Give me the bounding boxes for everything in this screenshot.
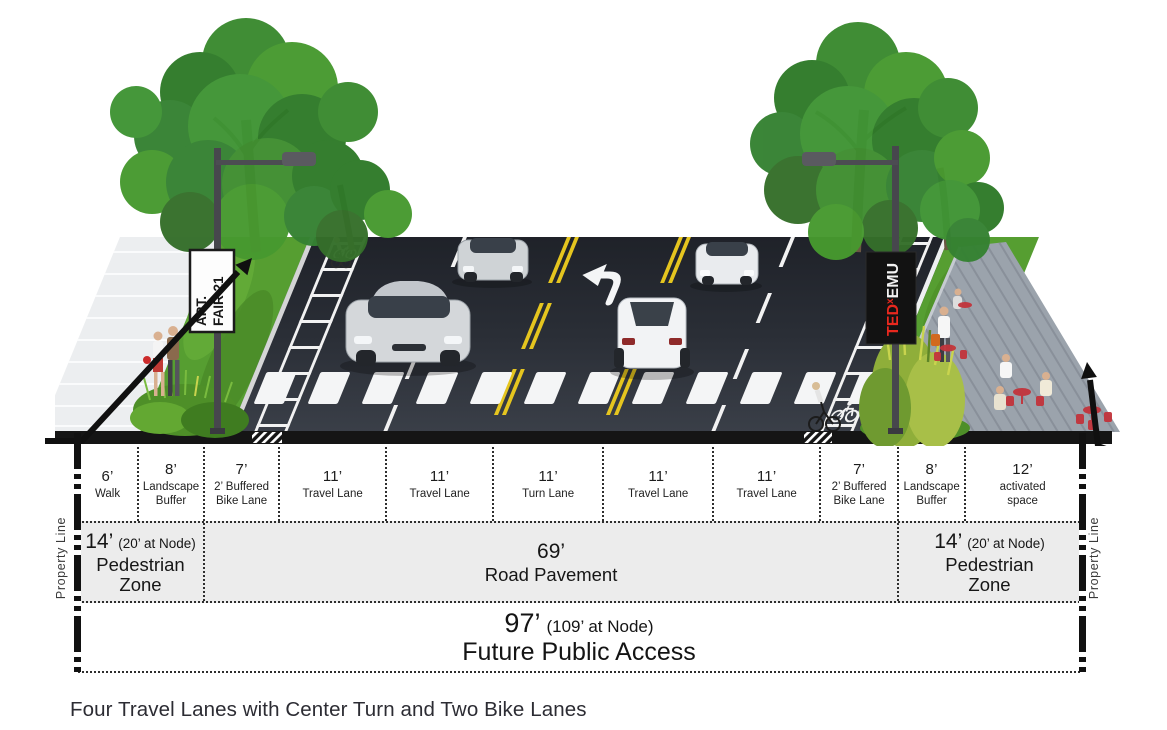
property-line-left-mark — [74, 433, 81, 672]
zone-note: (20’ at Node) — [118, 536, 196, 552]
zone-width-line: 14’(20’ at Node) — [934, 530, 1045, 554]
zone-label: Pedestrian Zone — [945, 554, 1034, 595]
lane-label: Travel Lane — [736, 488, 797, 501]
zone-road-pavement: 69’ Road Pavement — [203, 523, 897, 601]
lane-label: Turn Lane — [522, 488, 575, 501]
lane-col-activated-space: 12’ activated space — [964, 447, 1079, 521]
turn-arrow — [582, 264, 621, 306]
section-band — [55, 431, 1112, 446]
left-curb-line — [229, 237, 315, 432]
total-row: 97’(109’ at Node) Future Public Access — [78, 603, 1080, 673]
lane-col-travel-2: 11’ Travel Lane — [385, 447, 492, 521]
zone-width-line: 14’(20’ at Node) — [85, 530, 196, 554]
zone-note: (20’ at Node) — [967, 536, 1045, 552]
lane-label: Landscape Buffer — [903, 481, 960, 507]
lane-width: 11’ — [538, 468, 558, 486]
zone-pedestrian-left: 14’(20’ at Node) Pedestrian Zone — [78, 523, 203, 601]
lane-width: 7’ — [235, 461, 248, 479]
left-tree — [110, 18, 412, 262]
car — [340, 281, 476, 376]
right-banner-emu: EMU — [885, 263, 902, 299]
lane-width: 11’ — [322, 468, 343, 486]
lane-col-travel-3: 11’ Travel Lane — [602, 447, 712, 521]
lane-col-bike-lane-left: 7’ 2’ Buffered Bike Lane — [203, 447, 278, 521]
crosswalk — [254, 372, 890, 404]
total-label: Future Public Access — [462, 638, 696, 667]
lane-width: 6’ — [101, 468, 114, 486]
car — [610, 297, 694, 380]
lane-label: Travel Lane — [302, 488, 363, 501]
car — [690, 242, 762, 292]
street-scene: ART. FAIR 21 TEDxEMU — [45, 18, 1120, 446]
right-banner-ted: TED — [885, 304, 902, 336]
section-arrow-left — [45, 258, 252, 444]
measurement-strip: 6’ Walk 8’ Landscape Buffer 7’ 2’ Buffer… — [78, 447, 1080, 673]
zone-width-line: 69’ — [537, 540, 565, 564]
lane-width: 12’ — [1012, 461, 1033, 479]
lane-width-row: 6’ Walk 8’ Landscape Buffer 7’ 2’ Buffer… — [78, 447, 1080, 521]
diagram-caption: Four Travel Lanes with Center Turn and T… — [70, 698, 587, 721]
lane-width: 11’ — [756, 468, 777, 486]
zone-label: Road Pavement — [484, 563, 618, 585]
lane-label: 2’ Buffered Bike Lane — [831, 481, 887, 507]
zone-pedestrian-right: 14’(20’ at Node) Pedestrian Zone — [897, 523, 1080, 601]
zone-row: 14’(20’ at Node) Pedestrian Zone 69’ Roa… — [78, 521, 1080, 603]
lane-label: Walk — [94, 488, 121, 501]
right-banner-x: x — [885, 298, 896, 304]
lane-width: 11’ — [648, 468, 668, 486]
lane-col-walk: 6’ Walk — [78, 447, 137, 521]
lane-width: 8’ — [925, 461, 938, 479]
lane-col-bike-lane-right: 7’ 2’ Buffered Bike Lane — [819, 447, 897, 521]
property-line-right-label: Property Line — [1087, 516, 1101, 600]
lane-width: 11’ — [429, 468, 450, 486]
total-note: (109’ at Node) — [546, 617, 654, 637]
total-width-line: 97’(109’ at Node) — [504, 608, 653, 639]
section-arrow-right — [1081, 362, 1107, 446]
lane-col-travel-1: 11’ Travel Lane — [278, 447, 385, 521]
zone-width: 69’ — [537, 539, 566, 563]
zone-width: 14’ — [934, 530, 963, 554]
lane-label: Travel Lane — [409, 488, 470, 501]
lane-col-travel-4: 11’ Travel Lane — [712, 447, 819, 521]
lane-label: Travel Lane — [627, 488, 689, 501]
lane-label: activated space — [999, 481, 1046, 507]
right-banner: TEDxEMU — [865, 251, 917, 345]
property-line-left-label: Property Line — [54, 516, 68, 600]
grass-mound — [130, 369, 249, 438]
property-line-right-mark — [1079, 433, 1086, 672]
zone-width: 14’ — [85, 530, 114, 554]
car — [452, 238, 532, 288]
lane-width: 7’ — [853, 461, 866, 479]
lane-col-landscape-buffer-right: 8’ Landscape Buffer — [897, 447, 964, 521]
lane-label: Landscape Buffer — [142, 481, 200, 507]
lane-col-landscape-buffer-left: 8’ Landscape Buffer — [137, 447, 203, 521]
total-width: 97’ — [504, 608, 541, 639]
lane-label: 2’ Buffered Bike Lane — [214, 481, 270, 507]
lane-width: 8’ — [164, 461, 178, 479]
lane-col-turn-lane: 11’ Turn Lane — [492, 447, 602, 521]
svg-text:TEDxEMU: TEDxEMU — [885, 263, 902, 336]
right-tree — [750, 22, 1004, 262]
zone-label: Pedestrian Zone — [96, 554, 185, 595]
